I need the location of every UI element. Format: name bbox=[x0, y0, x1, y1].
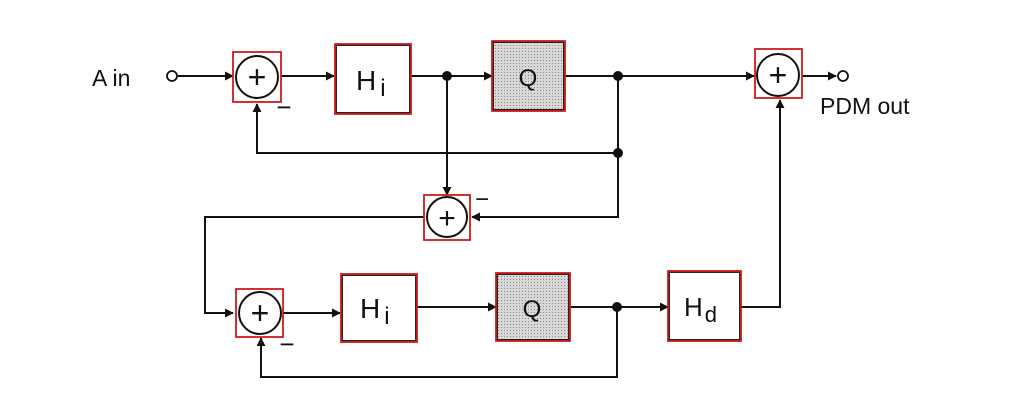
wires-top bbox=[178, 71, 837, 222]
highlight-box bbox=[334, 43, 412, 115]
block-subscript: i bbox=[384, 303, 389, 330]
highlight-box bbox=[667, 270, 742, 342]
block-symbol: H bbox=[356, 65, 376, 96]
highlight-box bbox=[754, 48, 803, 99]
highlight-box bbox=[495, 272, 571, 342]
junction-dot bbox=[613, 148, 623, 158]
junction-dot bbox=[442, 71, 452, 81]
output-terminal bbox=[837, 70, 849, 82]
junction-dot bbox=[613, 71, 623, 81]
quantizer-block-bottom: Q bbox=[495, 272, 571, 342]
junctions bbox=[442, 71, 623, 312]
highlight-box bbox=[235, 288, 284, 338]
junction-dot bbox=[612, 302, 622, 312]
block-symbol: Q bbox=[523, 296, 542, 323]
highlight-box bbox=[491, 40, 566, 112]
summing-junction-middle: + − bbox=[423, 186, 489, 241]
summing-junction-input: + − bbox=[232, 51, 292, 122]
block-symbol: H bbox=[360, 293, 380, 324]
plus-sign: + bbox=[438, 202, 456, 235]
input-label: A in bbox=[92, 65, 130, 91]
svg-text:Hd: Hd bbox=[684, 292, 717, 327]
summing-junction-bottom: + − bbox=[235, 288, 295, 359]
block-subscript: i bbox=[380, 75, 385, 102]
block-symbol: H bbox=[684, 292, 703, 322]
highlight-box bbox=[423, 194, 471, 241]
plus-sign: + bbox=[248, 59, 267, 95]
block-subscript: d bbox=[705, 302, 717, 327]
decimation-filter-block: Hd bbox=[667, 270, 742, 342]
highlight-box bbox=[232, 51, 282, 103]
plus-sign: + bbox=[251, 295, 270, 331]
minus-sign: − bbox=[279, 329, 294, 359]
plus-sign: + bbox=[769, 57, 788, 93]
svg-text:Hi: Hi bbox=[360, 293, 390, 330]
highlight-box bbox=[340, 273, 418, 343]
minus-sign: − bbox=[276, 92, 291, 122]
svg-text:Hi: Hi bbox=[356, 65, 386, 102]
output-label: PDM out bbox=[820, 93, 910, 119]
wires-bottom bbox=[204, 99, 785, 378]
minus-sign: − bbox=[475, 186, 489, 213]
block-symbol: Q bbox=[519, 65, 538, 92]
quantizer-block-top: Q bbox=[491, 40, 566, 112]
input-terminal bbox=[166, 70, 178, 82]
summing-junction-output: + bbox=[754, 48, 803, 99]
